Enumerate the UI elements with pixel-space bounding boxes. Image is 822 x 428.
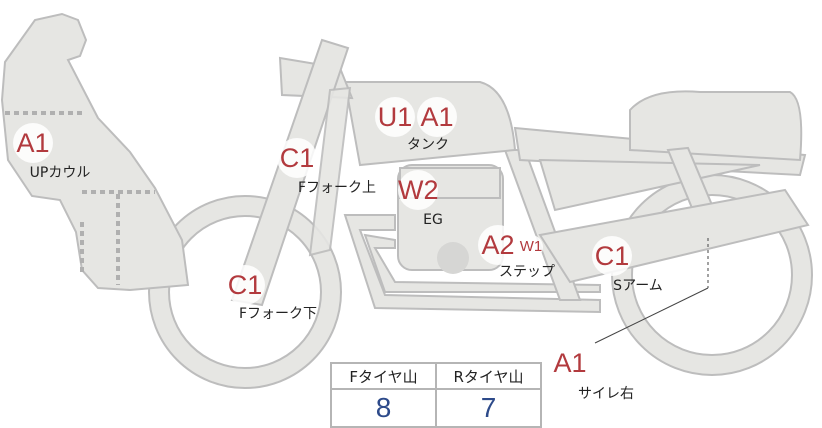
part-label: Sアーム — [613, 278, 663, 294]
front-tire-value: 8 — [330, 388, 437, 428]
damage-mark[interactable]: A1 — [550, 343, 590, 383]
front-wheel — [149, 196, 341, 388]
damage-mark[interactable]: W2 — [398, 170, 439, 210]
part-label: UPカウル — [29, 165, 91, 181]
damage-mark[interactable]: A1 — [13, 123, 53, 163]
part-label: EG — [423, 212, 443, 228]
rear-tire-header: Rタイヤ山 — [435, 362, 542, 390]
damage-mark[interactable]: A2 — [478, 225, 518, 265]
part-label: サイレ右 — [578, 386, 634, 402]
damage-mark[interactable]: A1 — [417, 97, 457, 137]
damage-mark[interactable]: C1 — [277, 138, 317, 178]
rear-tire-value: 7 — [435, 388, 542, 428]
damage-mark[interactable]: C1 — [225, 265, 265, 305]
part-label: Fフォーク上 — [297, 180, 377, 196]
damage-mark[interactable]: U1 — [375, 97, 415, 137]
part-label: ステップ — [499, 264, 555, 280]
damage-mark[interactable]: C1 — [592, 236, 632, 276]
part-label: Fフォーク下 — [238, 306, 318, 322]
front-tire-header: Fタイヤ山 — [330, 362, 437, 390]
exhaust-pipe — [343, 214, 601, 314]
part-label: タンク — [407, 137, 449, 153]
damage-mark[interactable]: W1 — [519, 235, 543, 259]
tail — [629, 90, 803, 162]
upper-cowl — [0, 12, 190, 292]
leader-line — [594, 287, 709, 344]
tire-tread-table: Fタイヤ山 Rタイヤ山 8 7 — [330, 362, 542, 428]
rear-wheel — [612, 175, 812, 375]
cowl-seams — [5, 111, 155, 285]
